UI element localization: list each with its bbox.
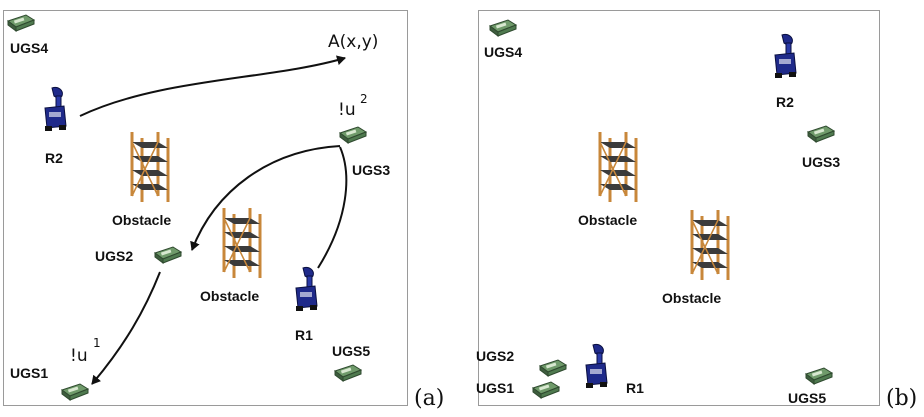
b-ugs5-sensor-icon [805,367,833,385]
ugs4-sensor-icon [7,14,35,32]
ugs2-sensor-icon [154,246,182,264]
msg1-label: !u [70,346,88,366]
ugs5-label: UGS5 [332,343,371,359]
b-ugs3-label: UGS3 [802,154,841,170]
msg1-superscript: 1 [93,336,101,350]
ugs3-sensor-icon [339,126,367,144]
r1-robot-icon [295,266,318,312]
target-label: A(x,y) [328,32,379,52]
b-ugs3-sensor-icon [807,125,835,143]
msg2-superscript: 2 [360,92,368,106]
b-r2-label: R2 [776,94,794,110]
b-ugs2-sensor-icon [539,359,567,377]
b-ugs5-label: UGS5 [788,390,827,406]
r2-label: R2 [45,150,63,166]
b-ugs4-sensor-icon [489,19,517,37]
panel-b-caption: (b) [886,386,918,411]
b-obstacle1-shelf-icon [598,130,638,204]
b-obstacle2-label: Obstacle [662,290,722,306]
obstacle1-shelf-icon [130,130,170,204]
obstacle1-label: Obstacle [112,212,172,228]
r1-label: R1 [295,327,313,343]
b-ugs4-label: UGS4 [484,44,523,60]
b-r1-label: R1 [626,380,644,396]
ugs3-to-ugs2-arrow [190,145,341,251]
b-ugs1-label: UGS1 [476,380,515,396]
b-ugs1-sensor-icon [532,381,560,399]
b-r2-robot-icon [774,33,797,79]
panel-a-caption: (a) [414,386,445,411]
r2-to-target-arrow [79,55,346,117]
r2-robot-icon [44,86,67,132]
b-obstacle2-shelf-icon [690,208,730,282]
ugs2-to-ugs1-arrow [91,271,161,385]
ugs1-sensor-icon [61,383,89,401]
b-r1-robot-icon [585,343,608,389]
ugs4-label: UGS4 [10,40,49,56]
msg2-label: !u [338,100,356,120]
r1-to-ugs3-path [317,146,348,269]
ugs5-sensor-icon [334,364,362,382]
ugs1-label: UGS1 [10,365,49,381]
obstacle2-shelf-icon [222,206,262,280]
ugs2-label: UGS2 [95,248,134,264]
ugs3-label: UGS3 [352,162,391,178]
obstacle2-label: Obstacle [200,288,260,304]
b-ugs2-label: UGS2 [476,348,515,364]
b-obstacle1-label: Obstacle [578,212,638,228]
panel-b [478,10,880,406]
panel-a [3,10,408,406]
